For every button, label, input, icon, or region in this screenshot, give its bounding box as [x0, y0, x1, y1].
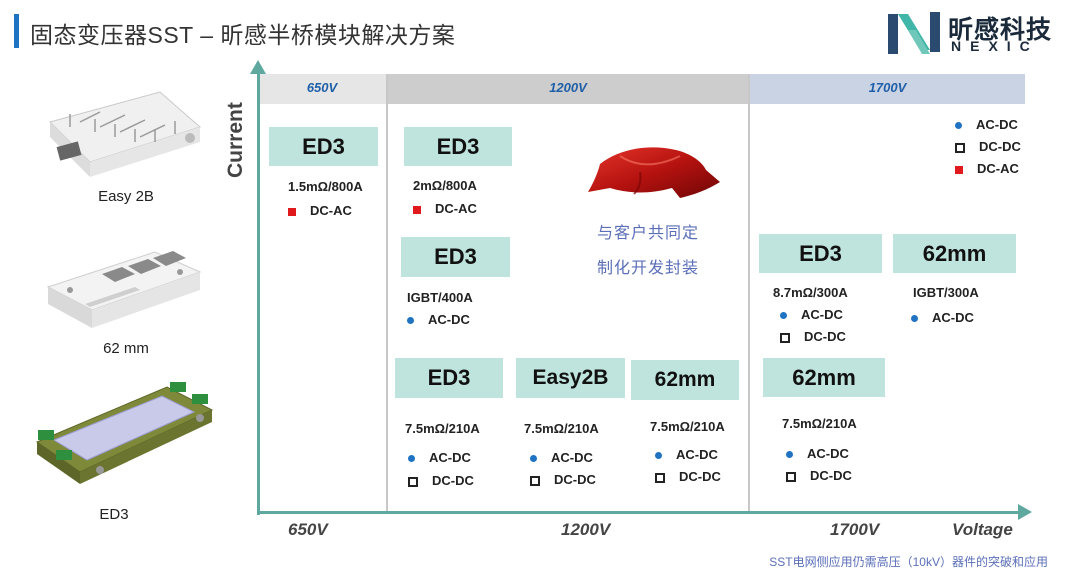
page-title: 固态变压器SST – 昕感半桥模块解决方案 [30, 22, 456, 48]
x-tick-1700v: 1700V [830, 520, 880, 539]
module-spec: IGBT/400A [407, 290, 473, 305]
red-square-icon [413, 205, 421, 214]
module-box-easy2b: Easy2B [516, 358, 625, 398]
legend-dc-dc: DC-DC [955, 139, 1021, 154]
module-app: AC-DC [408, 450, 471, 465]
module-app: AC-DC [655, 447, 718, 462]
module-box-ed3: ED3 [269, 127, 378, 166]
blue-dot-icon [786, 451, 793, 459]
module-spec: 8.7mΩ/300A [773, 285, 848, 300]
band-1700v [750, 74, 1025, 104]
module-app: DC-AC [413, 201, 477, 216]
logo-chinese-text: 昕感科技 [948, 16, 1053, 44]
blue-dot-icon [911, 315, 918, 323]
blue-dot-icon [408, 455, 415, 463]
custom-package-text-line1: 与客户共同定 [597, 225, 700, 242]
x-axis-arrow [1018, 504, 1032, 520]
x-axis-title: Voltage [952, 520, 1013, 539]
module-app: AC-DC [530, 450, 593, 465]
product-label-ed3: ED3 [99, 506, 129, 523]
ed3-module-image [35, 382, 214, 484]
legend-dc-ac: DC-AC [955, 161, 1019, 176]
blue-dot-icon [655, 452, 662, 460]
module-spec: 7.5mΩ/210A [782, 416, 857, 431]
module-spec: IGBT/300A [913, 285, 979, 300]
product-label-easy2b: Easy 2B [98, 188, 154, 205]
hollow-square-icon [780, 332, 790, 343]
module-box-ed3: ED3 [401, 237, 510, 277]
band-label-1700v: 1700V [868, 80, 907, 95]
module-app: DC-DC [780, 329, 846, 344]
product-label-62mm: 62 mm [103, 340, 149, 357]
hollow-square-icon [786, 471, 796, 482]
module-box-62mm: 62mm [631, 360, 739, 400]
easy2b-module-image [49, 91, 201, 177]
module-box-62mm: 62mm [893, 234, 1016, 273]
module-box-ed3: ED3 [395, 358, 503, 398]
y-axis-arrow [250, 60, 266, 74]
y-axis-title: Current [224, 102, 247, 178]
hollow-square-icon [655, 472, 665, 483]
blue-dot-icon [530, 455, 537, 463]
band-label-1200v: 1200V [549, 80, 587, 95]
hollow-square-icon [408, 476, 418, 487]
band-1200v [388, 74, 748, 104]
hollow-square-icon [955, 142, 965, 153]
module-spec: 7.5mΩ/210A [524, 421, 599, 436]
y-axis [257, 70, 260, 515]
module-app: DC-DC [786, 468, 852, 483]
x-axis [257, 511, 1022, 514]
module-app: DC-DC [530, 472, 596, 487]
nexic-logo-icon [888, 12, 940, 54]
divider-650-1200 [386, 74, 388, 514]
module-spec: 1.5mΩ/800A [288, 179, 363, 194]
band-label-650v: 650V [306, 80, 338, 95]
red-square-icon [288, 207, 296, 216]
module-box-ed3: ED3 [759, 234, 882, 273]
module-app: AC-DC [786, 446, 849, 461]
module-app: AC-DC [780, 307, 843, 322]
title-accent-bar [14, 14, 19, 48]
blue-dot-icon [407, 317, 414, 325]
hollow-square-icon [530, 475, 540, 486]
band-650v [258, 74, 386, 104]
footnote: SST电网侧应用仍需高压（10kV）器件的突破和应用 [769, 555, 1048, 569]
legend-ac-dc: AC-DC [955, 117, 1018, 132]
module-spec: 7.5mΩ/210A [405, 421, 480, 436]
module-box-62mm: 62mm [763, 358, 885, 397]
module-app: AC-DC [911, 310, 974, 325]
blue-dot-icon [955, 122, 962, 130]
module-app: DC-DC [655, 469, 721, 484]
blue-dot-icon [780, 312, 787, 320]
red-square-icon [955, 165, 963, 174]
module-app: DC-DC [408, 473, 474, 488]
logo-english-text: NEXIC [951, 38, 1039, 54]
x-tick-1200v: 1200V [561, 520, 611, 539]
module-spec: 2mΩ/800A [413, 178, 477, 193]
62mm-module-image [46, 251, 202, 328]
divider-1200-1700 [748, 74, 750, 514]
module-app: AC-DC [407, 312, 470, 327]
module-spec: 7.5mΩ/210A [650, 419, 725, 434]
module-box-ed3: ED3 [404, 127, 512, 166]
covered-package-icon [588, 147, 720, 198]
x-tick-650v: 650V [288, 520, 328, 539]
module-app: DC-AC [288, 203, 352, 218]
custom-package-text-line2: 制化开发封装 [597, 260, 700, 277]
